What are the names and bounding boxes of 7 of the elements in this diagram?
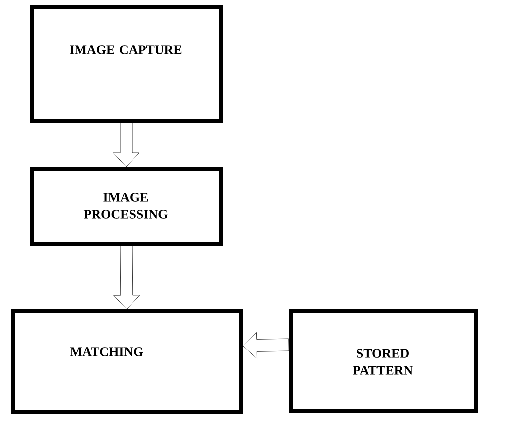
block-arrow (242, 332, 290, 359)
process-box: MATCHING (11, 310, 243, 414)
block-arrow (113, 122, 140, 168)
process-box: STORED PATTERN (289, 309, 478, 413)
process-box: IMAGE PROCESSING (30, 167, 223, 246)
block-arrow (114, 246, 140, 310)
process-box: IMAGE CAPTURE (30, 5, 223, 123)
